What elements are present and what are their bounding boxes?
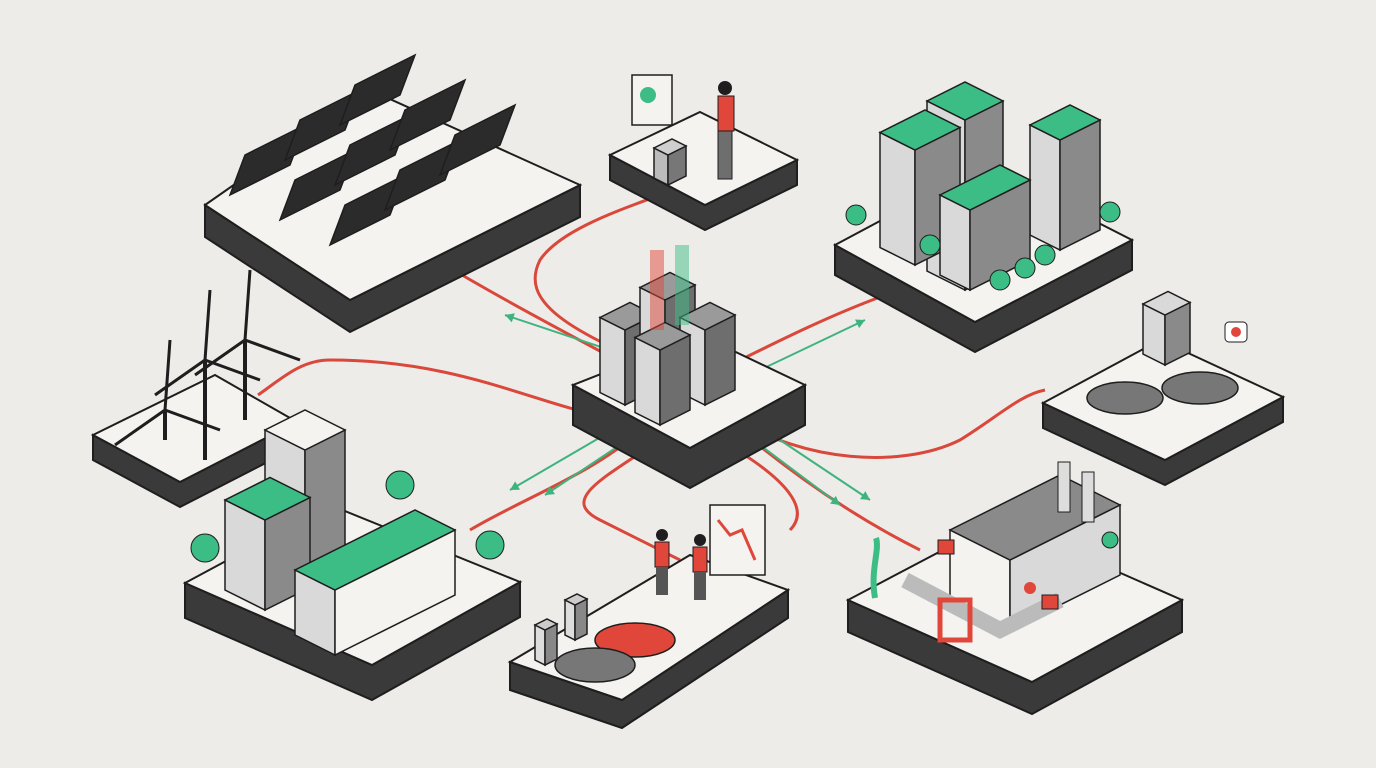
data-arrow-city-head [855, 319, 865, 329]
ev-charger-icon-top [563, 593, 589, 606]
tree-icon [989, 269, 1011, 291]
ev-charger-icon-right [544, 622, 558, 667]
car-icon [554, 647, 636, 683]
wind-turbine-blade [203, 289, 212, 361]
solar-panel-icon [338, 53, 417, 127]
leaf-icon [1101, 531, 1119, 549]
data-arrow-buildings2-head [545, 486, 555, 495]
data-arrow-city [759, 319, 866, 371]
person-icon [694, 534, 706, 546]
platform-kiosk-top [607, 110, 800, 207]
wind-turbine-blade [194, 338, 246, 377]
data-beam-red [650, 250, 664, 330]
building-icon-right [1059, 118, 1101, 252]
server-icon-left [634, 336, 661, 427]
person-icon [656, 529, 668, 541]
platform-kiosk [607, 110, 800, 232]
ev-charger-icon [1141, 290, 1192, 367]
person-icon-body [654, 541, 670, 568]
person-icon-body [692, 546, 708, 573]
ev-charger-icon-left [564, 598, 576, 642]
package-icon [937, 539, 955, 555]
ev-charger-icon-top [533, 618, 559, 631]
server-icon [633, 321, 692, 427]
server-icon-left [599, 316, 626, 407]
wind-turbine-blade [163, 339, 172, 411]
chimney-icon [1057, 461, 1071, 513]
kiosk-terminal [652, 138, 688, 187]
tree-icon [385, 470, 415, 500]
person-icon [718, 81, 732, 95]
chimney-icon [1081, 471, 1095, 523]
server-icon-top [633, 321, 692, 351]
building-icon [293, 509, 457, 657]
person-icon-body [717, 95, 735, 132]
car-icon [1161, 371, 1239, 405]
building-icon-top [293, 509, 457, 591]
tree-icon [475, 530, 505, 560]
wind-turbine-blade [114, 408, 166, 447]
data-arrow-factory2-head [830, 495, 840, 505]
scanner-gate [937, 597, 973, 643]
building-icon-top [878, 109, 962, 151]
line-factory [739, 428, 921, 552]
dashboard-screen-icon [709, 504, 766, 576]
ev-charger-icon-left [534, 623, 546, 667]
building-icon-top [925, 81, 1005, 121]
person-icon [1024, 582, 1036, 594]
kiosk-terminal-top [652, 138, 688, 156]
person-icon-legs [694, 572, 706, 600]
data-arrow-solar-head [505, 313, 515, 323]
building-icon-top [263, 409, 347, 451]
data-arrow-buildings-head [510, 481, 520, 490]
building-icon [1028, 104, 1102, 252]
data-beam-green [675, 245, 689, 325]
tree-icon [1099, 201, 1121, 223]
solar-panel-icon [438, 103, 517, 177]
solar-panel-icon [388, 78, 467, 152]
car-icon [1086, 381, 1164, 415]
drop-icon [1231, 327, 1241, 337]
wind-turbine-blade [154, 358, 206, 397]
ev-charger-icon-top [1141, 290, 1192, 316]
ev-charger-icon [533, 618, 559, 667]
building-icon-top [1028, 104, 1102, 141]
building-icon-left [879, 131, 916, 267]
car-icon [594, 622, 676, 658]
building-icon-left [939, 193, 971, 292]
building-icon [938, 164, 1032, 292]
tree-icon [190, 533, 220, 563]
tree-icon [1014, 257, 1036, 279]
chart-line-icon [716, 519, 757, 561]
building-icon-top [223, 476, 312, 521]
line-ev [739, 388, 1046, 459]
wind-turbine-blade [243, 269, 252, 341]
conveyor-belt [901, 572, 1064, 639]
building-icon-top [938, 164, 1032, 211]
person-icon-legs [717, 130, 733, 180]
chart-pie-icon [640, 87, 656, 103]
wind-turbine-blade [244, 338, 301, 362]
plant-icon [870, 537, 880, 599]
tree-icon [845, 204, 867, 226]
data-arrow-factory-head [860, 491, 870, 500]
wind-turbine-blade [164, 408, 221, 432]
details [114, 53, 1248, 683]
tree-icon [1034, 244, 1056, 266]
package-icon [1041, 594, 1059, 610]
person-icon-legs [656, 567, 668, 595]
ev-charger-icon-right [574, 597, 588, 642]
building-icon-left [1029, 123, 1061, 252]
ev-charger-icon [563, 593, 589, 642]
tree-icon [919, 234, 941, 256]
